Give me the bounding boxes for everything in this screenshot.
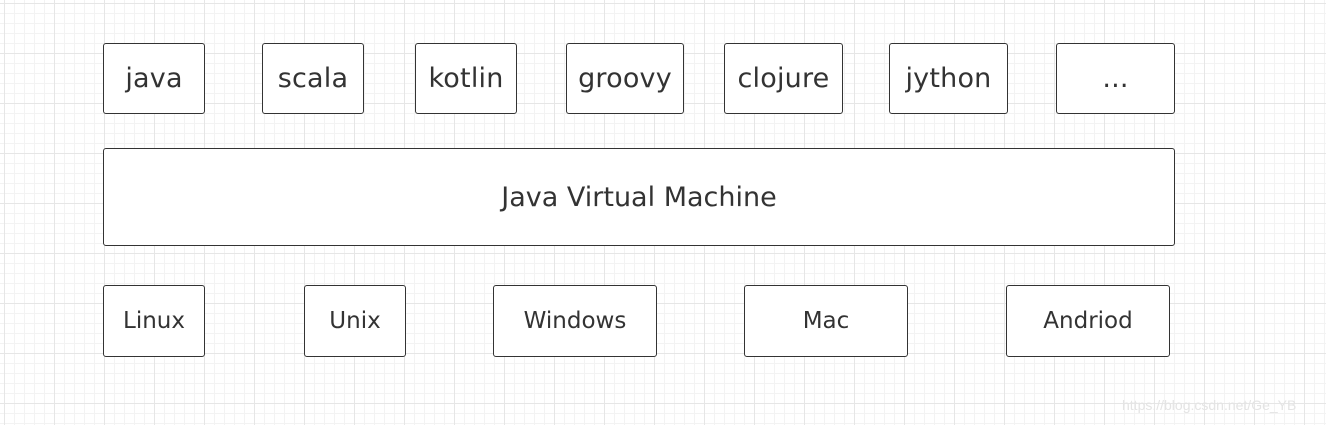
language-label: ... [1102,63,1129,94]
language-box-scala: scala [262,43,364,114]
language-box-kotlin: kotlin [415,43,517,114]
platform-box-android: Andriod [1006,285,1170,357]
platform-box-windows: Windows [493,285,657,357]
language-label: clojure [737,63,830,94]
jvm-box: Java Virtual Machine [103,148,1175,246]
language-label: scala [277,63,349,94]
language-label: jython [905,63,992,94]
platform-label: Mac [802,308,850,334]
platform-label: Unix [329,308,381,334]
language-label: kotlin [428,63,504,94]
watermark-text: https://blog.csdn.net/Ge_YB [1122,397,1297,413]
platform-box-mac: Mac [744,285,908,357]
language-box-groovy: groovy [566,43,684,114]
language-box-more: ... [1056,43,1175,114]
jvm-label: Java Virtual Machine [501,181,777,213]
language-box-java: java [103,43,205,114]
language-box-jython: jython [889,43,1008,114]
platform-box-unix: Unix [304,285,406,357]
platform-label: Windows [523,308,627,334]
platform-label: Andriod [1043,308,1133,334]
language-label: groovy [578,63,672,94]
platform-box-linux: Linux [103,285,205,357]
platform-label: Linux [123,308,185,334]
language-label: java [125,63,183,94]
language-box-clojure: clojure [724,43,843,114]
